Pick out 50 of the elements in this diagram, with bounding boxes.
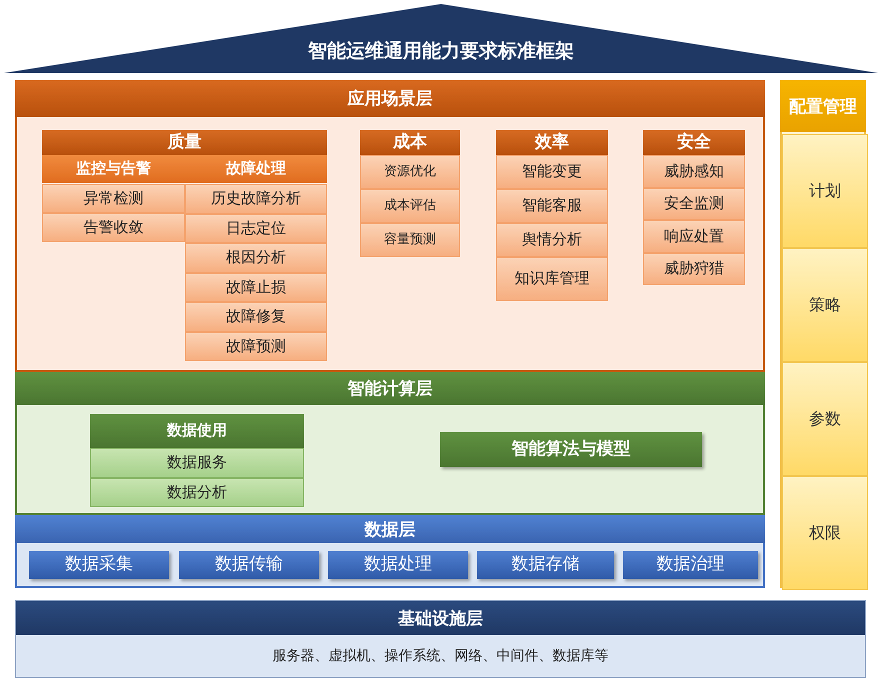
category-header: 安全: [643, 130, 745, 155]
capability-tile: 数据存储: [477, 551, 614, 579]
category-header: 质量: [42, 130, 327, 155]
capability-tile: 日志定位: [185, 214, 327, 243]
capability-tile: 资源优化: [360, 155, 460, 189]
capability-tile: 容量预测: [360, 223, 460, 257]
capability-tile: 威胁感知: [643, 155, 745, 188]
capability-tile: 响应处置: [643, 220, 745, 252]
capability-tile: 故障预测: [185, 332, 327, 361]
capability-tile: 成本评估: [360, 189, 460, 223]
config-item: 参数: [782, 362, 868, 476]
capability-tile: 智能算法与模型: [440, 432, 702, 467]
diagram-title: 智能运维通用能力要求标准框架: [306, 39, 575, 64]
config-column: [780, 80, 866, 588]
layer-header: 配置管理: [780, 80, 866, 132]
layer-header: 智能计算层: [15, 372, 765, 405]
capability-tile: 异常检测: [42, 184, 185, 213]
capability-tile: 历史故障分析: [185, 184, 327, 214]
config-item: 策略: [782, 248, 868, 362]
capability-tile: 数据分析: [90, 478, 304, 507]
capability-tile: 数据治理: [623, 551, 758, 579]
capability-tile: 故障止损: [185, 272, 327, 302]
category-header: 效率: [496, 130, 608, 155]
capability-tile: 知识库管理: [496, 257, 608, 301]
layer-panel: [15, 372, 765, 515]
layer-header: 数据层: [15, 515, 765, 543]
capability-tile: 舆情分析: [496, 223, 608, 257]
config-item: 权限: [782, 476, 868, 590]
capability-tile: 故障修复: [185, 302, 327, 332]
capability-tile: 数据采集: [29, 551, 169, 579]
capability-tile: 根因分析: [185, 243, 327, 272]
layer-header: 应用场景层: [15, 80, 765, 117]
subcategory-header: 监控与告警: [42, 155, 185, 183]
capability-tile: 智能变更: [496, 155, 608, 189]
layer-panel: [15, 80, 765, 372]
category-header: 成本: [360, 130, 460, 155]
capability-tile: 安全监测: [643, 188, 745, 220]
layer-panel: [15, 515, 765, 588]
capability-tile: 威胁狩猎: [643, 252, 745, 285]
layer-panel: [15, 600, 866, 678]
capability-tile: 告警收敛: [42, 213, 185, 242]
subcategory-header: 故障处理: [185, 155, 327, 183]
capability-tile: 数据处理: [328, 551, 468, 579]
layer-description: 服务器、虚拟机、操作系统、网络、中间件、数据库等: [272, 647, 610, 665]
layer-header: 基础设施层: [16, 601, 865, 635]
capability-tile: 智能客服: [496, 189, 608, 223]
group-header: 数据使用: [90, 414, 304, 448]
capability-tile: 数据服务: [90, 448, 304, 478]
config-item: 计划: [782, 134, 868, 248]
capability-tile: 数据传输: [179, 551, 319, 579]
